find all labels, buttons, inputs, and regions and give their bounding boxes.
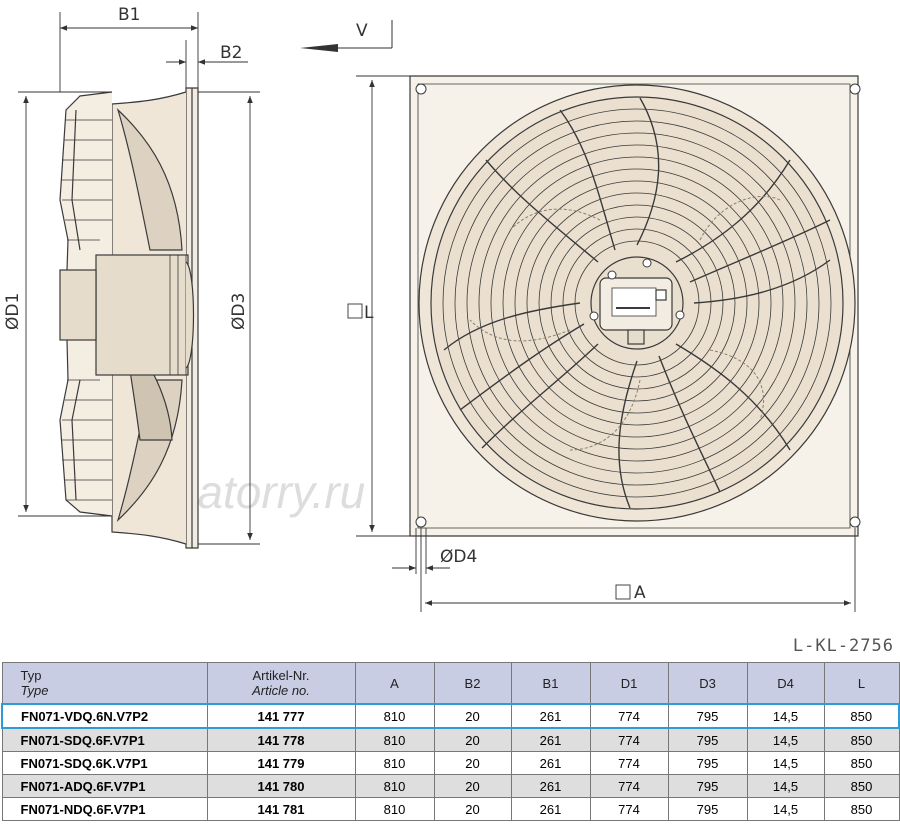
cell-b2: 20 — [433, 774, 512, 798]
view-direction-arrow: V — [300, 20, 393, 52]
cell-a: 810 — [354, 727, 435, 752]
col-header-type-en: Type — [20, 683, 49, 698]
front-view — [409, 75, 861, 537]
dim-label-b2: B2 — [220, 43, 242, 63]
col-header-type: Typ Type — [1, 662, 208, 705]
cell-l: 850 — [823, 727, 900, 752]
cell-type: FN071-NDQ.6F.V7P1 — [1, 797, 208, 821]
table-row[interactable]: FN071-NDQ.6F.V7P1 141 781 810 20 261 774… — [1, 797, 900, 821]
dim-label-l: L — [364, 303, 374, 323]
cell-d1: 774 — [589, 727, 669, 752]
cell-b2: 20 — [433, 797, 512, 821]
dim-label-d4: ØD4 — [440, 547, 477, 567]
col-header-l: L — [823, 662, 900, 705]
col-header-article-en: Article no. — [252, 683, 310, 698]
cell-b1: 261 — [510, 703, 591, 729]
side-view — [59, 87, 199, 549]
dim-label-d3: ØD3 — [229, 293, 249, 330]
cell-d3: 795 — [667, 703, 748, 729]
col-header-a: A — [354, 662, 435, 705]
dim-label-v: V — [356, 21, 368, 41]
cell-d1: 774 — [589, 774, 669, 798]
col-header-d1: D1 — [589, 662, 669, 705]
cell-d3: 795 — [667, 751, 748, 775]
cell-l: 850 — [823, 774, 900, 798]
cell-a: 810 — [354, 703, 435, 729]
cell-article: 141 780 — [206, 774, 356, 798]
cell-b1: 261 — [510, 774, 591, 798]
cell-l: 850 — [823, 751, 900, 775]
cell-article: 141 781 — [206, 797, 356, 821]
cell-d1: 774 — [589, 703, 669, 729]
cell-b2: 20 — [433, 727, 512, 752]
cell-d4: 14,5 — [746, 703, 825, 729]
table-row[interactable]: FN071-SDQ.6F.V7P1 141 778 810 20 261 774… — [1, 727, 900, 752]
front-view-dimensions — [347, 75, 856, 612]
col-header-type-de: Typ — [20, 668, 42, 683]
cell-d3: 795 — [667, 774, 748, 798]
cell-article: 141 779 — [206, 751, 356, 775]
spec-table: Typ Type Artikel-Nr. Article no. A B2 B1… — [1, 662, 900, 821]
dim-label-b1: B1 — [118, 5, 140, 25]
cell-l: 850 — [823, 703, 900, 729]
cell-a: 810 — [354, 751, 435, 775]
col-header-b1: B1 — [510, 662, 591, 705]
drawing-code: L-KL-2756 — [792, 636, 894, 656]
cell-type: FN071-SDQ.6F.V7P1 — [1, 727, 208, 752]
side-view-labels: B1 B2 ØD1 ØD3 — [3, 5, 249, 330]
dim-label-d1: ØD1 — [3, 293, 23, 330]
col-header-d3: D3 — [667, 662, 748, 705]
col-header-article: Artikel-Nr. Article no. — [206, 662, 356, 705]
col-header-d4: D4 — [746, 662, 825, 705]
cell-d1: 774 — [589, 797, 669, 821]
cell-article: 141 777 — [206, 703, 356, 729]
cell-article: 141 778 — [206, 727, 356, 752]
dim-label-a: A — [634, 583, 646, 603]
cell-type: FN071-ADQ.6F.V7P1 — [1, 774, 208, 798]
table-row[interactable]: FN071-VDQ.6N.V7P2 141 777 810 20 261 774… — [1, 703, 900, 729]
side-view-dimensions — [18, 12, 260, 545]
cell-d3: 795 — [667, 797, 748, 821]
cell-b1: 261 — [510, 751, 591, 775]
technical-drawing: ventilatorry.ru ventilatorry.ru — [3, 5, 861, 612]
cell-type: FN071-VDQ.6N.V7P2 — [1, 703, 208, 729]
col-header-b2: B2 — [433, 662, 512, 705]
cell-d4: 14,5 — [746, 774, 825, 798]
cell-type: FN071-SDQ.6K.V7P1 — [1, 751, 208, 775]
cell-d4: 14,5 — [746, 727, 825, 752]
cell-a: 810 — [354, 774, 435, 798]
table-row[interactable]: FN071-SDQ.6K.V7P1 141 779 810 20 261 774… — [1, 751, 900, 775]
cell-d1: 774 — [589, 751, 669, 775]
cell-l: 850 — [823, 797, 900, 821]
cell-d4: 14,5 — [746, 751, 825, 775]
cell-d4: 14,5 — [746, 797, 825, 821]
cell-b1: 261 — [510, 797, 591, 821]
table-header-row: Typ Type Artikel-Nr. Article no. A B2 B1… — [1, 662, 900, 705]
cell-d3: 795 — [667, 727, 748, 752]
cell-b2: 20 — [433, 751, 512, 775]
table-row[interactable]: FN071-ADQ.6F.V7P1 141 780 810 20 261 774… — [1, 774, 900, 798]
front-view-labels: L A ØD4 — [364, 303, 646, 603]
cell-b2: 20 — [433, 703, 512, 729]
cell-b1: 261 — [510, 727, 591, 752]
cell-a: 810 — [354, 797, 435, 821]
col-header-article-de: Artikel-Nr. — [252, 668, 310, 683]
